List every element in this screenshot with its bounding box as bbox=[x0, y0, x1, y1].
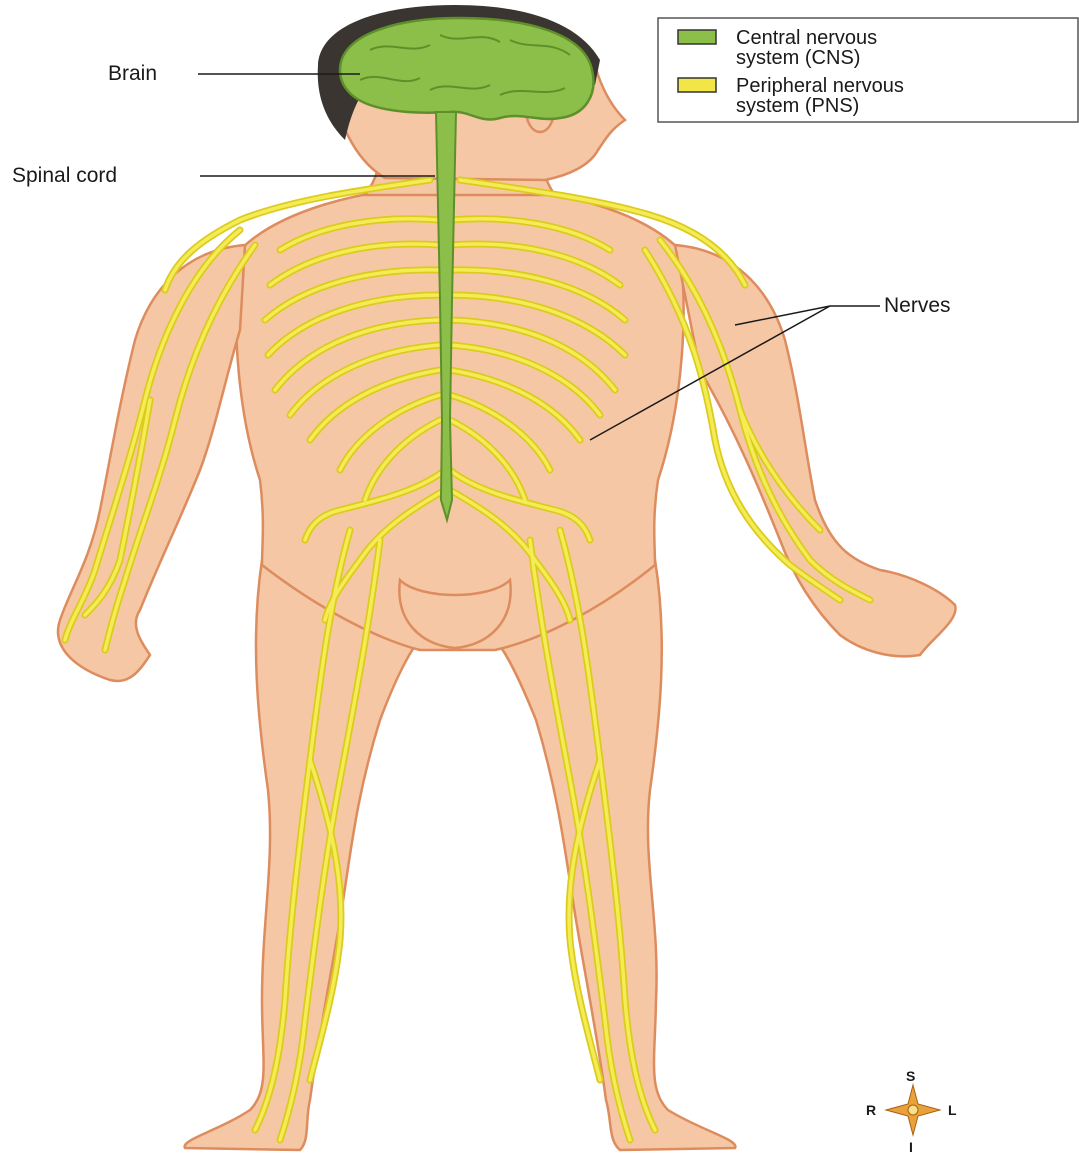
torso bbox=[236, 185, 684, 650]
legend-cns-line2: system (CNS) bbox=[736, 47, 860, 69]
compass-right: R bbox=[866, 1102, 876, 1118]
left-leg bbox=[495, 560, 735, 1150]
human-body bbox=[58, 5, 956, 1150]
compass-inferior: I bbox=[909, 1139, 913, 1154]
legend-cns-line1: Central nervous bbox=[736, 27, 877, 49]
compass-superior: S bbox=[906, 1068, 915, 1084]
legend-pns-line2: system (PNS) bbox=[736, 95, 859, 117]
orientation-compass: S I R L bbox=[866, 1068, 957, 1154]
cns-swatch bbox=[678, 30, 716, 44]
legend: Central nervous system (CNS) Peripheral … bbox=[658, 18, 1078, 122]
pns-swatch bbox=[678, 78, 716, 92]
nerves-label: Nerves bbox=[884, 294, 951, 317]
spinal-cord-label: Spinal cord bbox=[12, 164, 117, 187]
brain bbox=[340, 18, 593, 120]
legend-pns-line1: Peripheral nervous bbox=[736, 75, 904, 97]
compass-left: L bbox=[948, 1102, 957, 1118]
brain-label: Brain bbox=[108, 62, 157, 85]
